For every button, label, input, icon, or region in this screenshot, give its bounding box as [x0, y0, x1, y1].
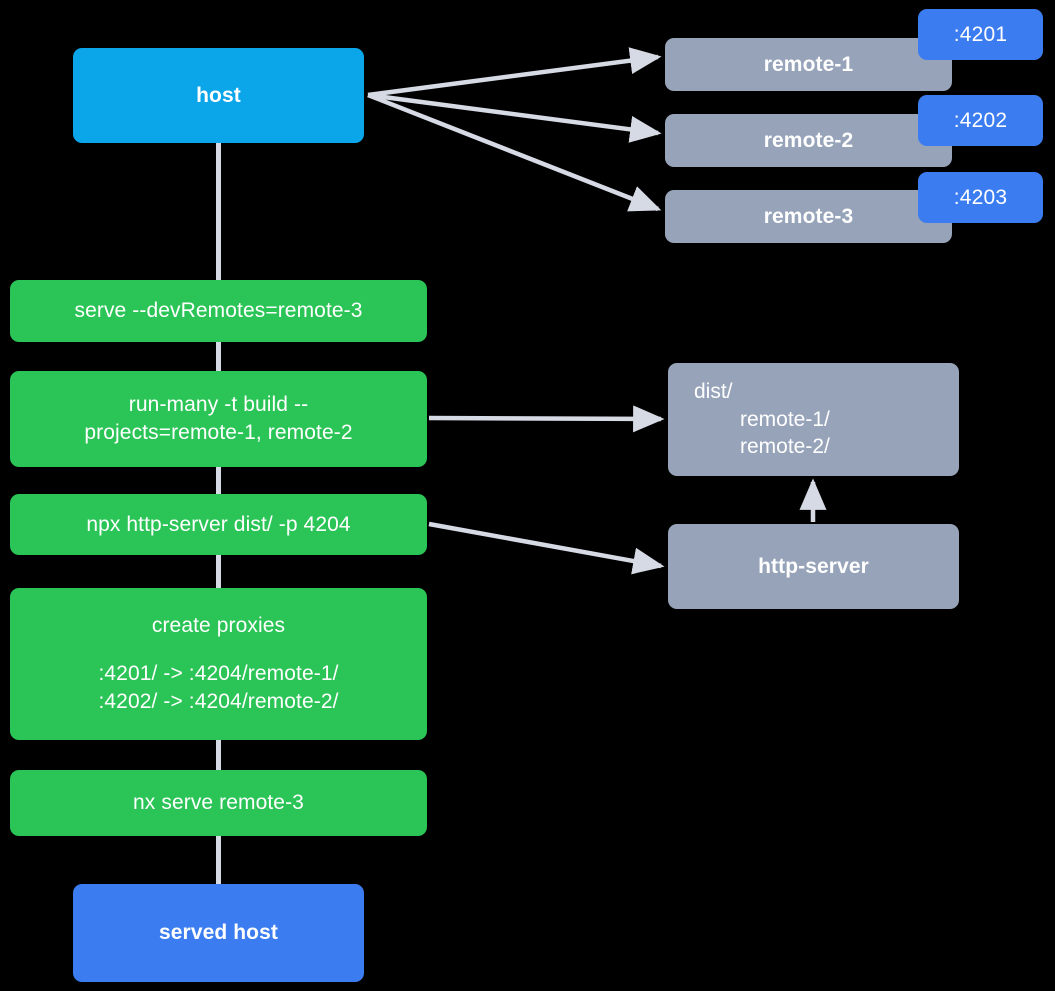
port-badge-remote-1: :4201 [918, 9, 1043, 60]
dist-child-remote-1: remote-1/ [740, 407, 830, 431]
node-remote-2-label: remote-2 [763, 128, 854, 152]
command-run-many-line-1: run-many -t build -- [128, 393, 309, 417]
node-http-server[interactable]: http-server [668, 524, 959, 609]
node-remote-3[interactable]: remote-3 [665, 190, 952, 243]
node-remote-2[interactable]: remote-2 [665, 114, 952, 167]
command-create-proxies-mapping-2: :4202/ -> :4204/remote-2/ [98, 689, 339, 713]
dist-root-label: dist/ [694, 379, 733, 403]
edge-npx-to-http-server [428, 521, 665, 575]
node-command-npx-http-server[interactable]: npx http-server dist/ -p 4204 [10, 494, 427, 555]
command-serve-line-1: serve --devRemotes=remote-3 [74, 299, 363, 323]
port-badge-remote-3: :4203 [918, 172, 1043, 223]
edge-host-to-remote-2 [367, 92, 662, 143]
node-host[interactable]: host [73, 48, 364, 143]
port-badge-remote-2-label: :4202 [953, 108, 1008, 132]
node-command-create-proxies[interactable]: create proxies :4201/ -> :4204/remote-1/… [10, 588, 427, 740]
node-served-host[interactable]: served host [73, 884, 364, 982]
node-remote-3-label: remote-3 [763, 204, 854, 228]
dist-child-remote-2: remote-2/ [740, 435, 830, 459]
node-remote-1-label: remote-1 [763, 52, 854, 76]
edge-host-to-remote-3 [367, 92, 662, 212]
port-badge-remote-3-label: :4203 [953, 185, 1008, 209]
node-command-run-many[interactable]: run-many -t build -- projects=remote-1, … [10, 371, 427, 467]
command-nx-serve-line-1: nx serve remote-3 [133, 791, 304, 815]
node-remote-1[interactable]: remote-1 [665, 38, 952, 91]
edge-host-to-remote-1 [367, 47, 662, 98]
port-badge-remote-1-label: :4201 [953, 22, 1008, 46]
command-create-proxies-mapping-1: :4201/ -> :4204/remote-1/ [98, 662, 339, 686]
node-http-server-label: http-server [758, 554, 869, 578]
node-host-label: host [196, 83, 241, 107]
node-command-nx-serve[interactable]: nx serve remote-3 [10, 770, 427, 836]
node-served-host-label: served host [159, 921, 278, 945]
port-badge-remote-2: :4202 [918, 95, 1043, 146]
command-run-many-line-2: projects=remote-1, remote-2 [84, 421, 353, 444]
edge-run-many-to-dist [428, 405, 665, 433]
node-dist-directory[interactable]: dist/ remote-1/ remote-2/ [668, 363, 959, 476]
node-command-serve[interactable]: serve --devRemotes=remote-3 [10, 280, 427, 342]
command-create-proxies-title: create proxies [151, 614, 286, 638]
command-npx-http-server-line-1: npx http-server dist/ -p 4204 [86, 512, 351, 536]
